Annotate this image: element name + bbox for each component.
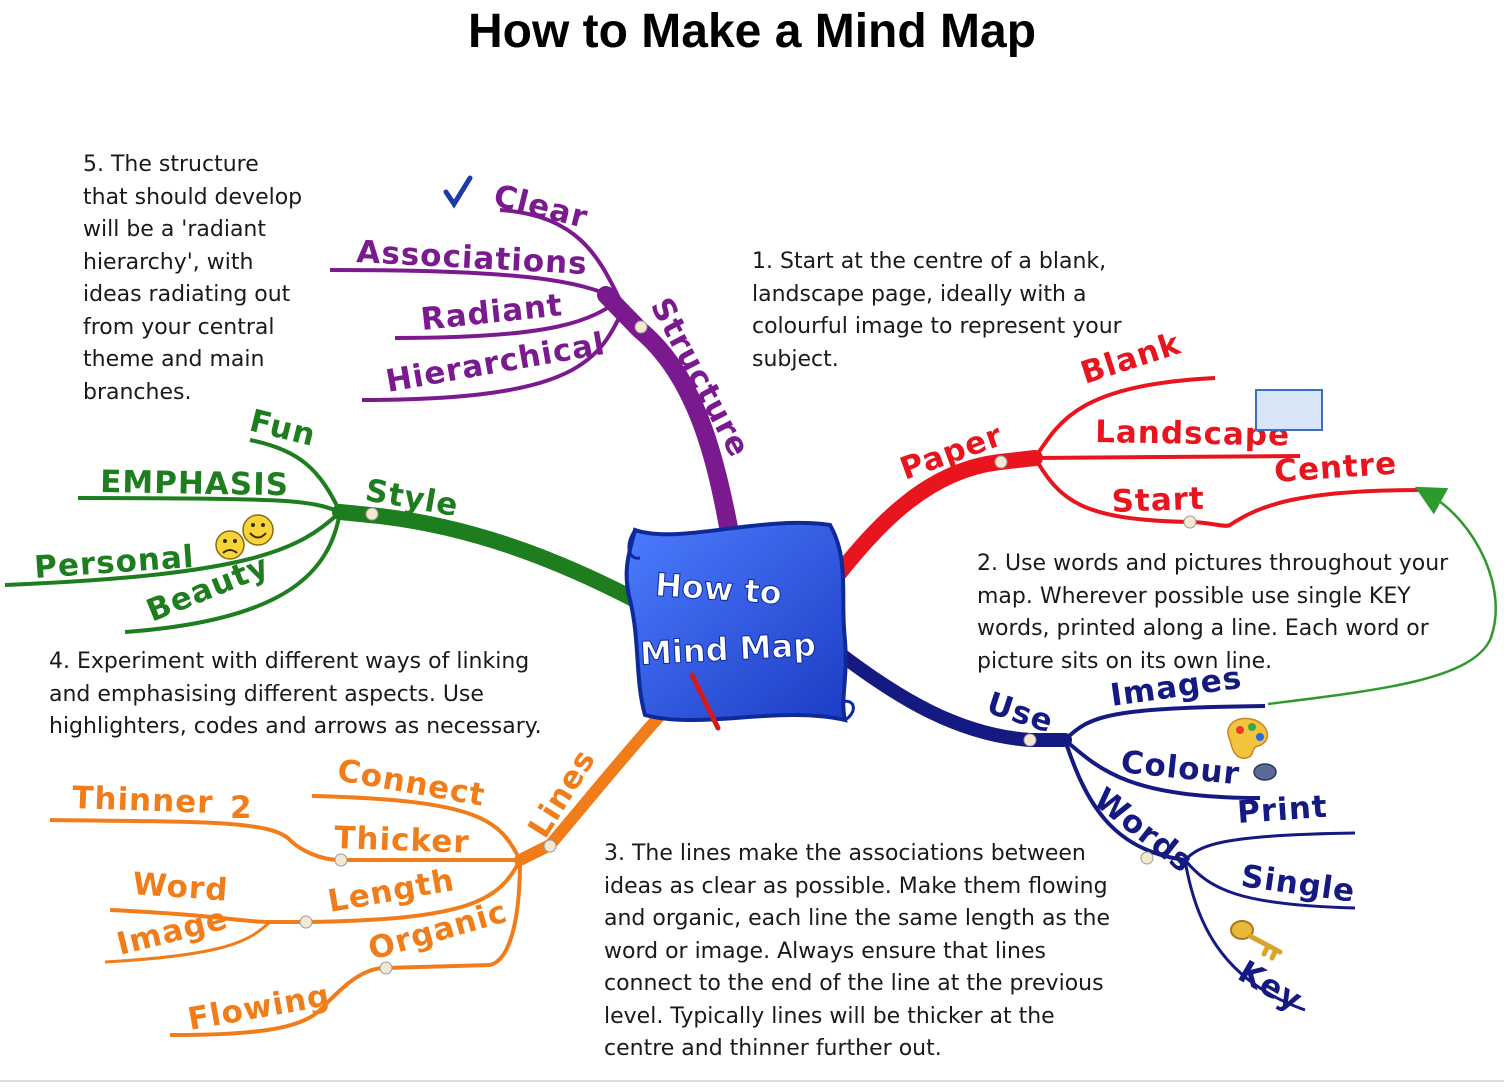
use-single-label: Single xyxy=(1239,858,1358,910)
note-step-2: 2. Use words and pictures throughout you… xyxy=(977,551,1449,674)
structure-associations-label: Associations xyxy=(356,234,589,282)
note-step-1: 1. Start at the centre of a blank, lands… xyxy=(752,249,1122,372)
paper-landscape-line xyxy=(1034,454,1301,460)
center-line-1: How to xyxy=(654,566,783,613)
use-print-label: Print xyxy=(1236,789,1329,831)
lines-thinner-2-label: 2 xyxy=(230,790,253,826)
pencil-icon xyxy=(689,672,721,731)
use-key-label: Key xyxy=(1232,954,1309,1019)
note-step-4: 4. Experiment with different ways of lin… xyxy=(49,649,542,739)
lines-thicker-label: Thicker xyxy=(334,820,471,861)
use-images-line xyxy=(1063,704,1266,742)
images-to-centre-arrow xyxy=(1267,486,1497,706)
lines-thicker-line xyxy=(49,818,520,862)
paper-blank-line xyxy=(1033,376,1216,460)
structure-radiant-line xyxy=(394,298,622,340)
landscape-page-icon xyxy=(1255,389,1323,431)
use-colour-line xyxy=(1063,738,1261,800)
structure-clear-line xyxy=(499,208,622,301)
paper-centre-label: Centre xyxy=(1273,445,1398,489)
use-single-line xyxy=(1183,859,1356,910)
lines-image-line xyxy=(104,920,272,964)
lines-organic-line xyxy=(169,859,522,1037)
style-main-line xyxy=(332,504,653,613)
use-words-line xyxy=(1063,739,1186,862)
style-personal-line xyxy=(4,510,342,587)
lines-connect-label: Connect xyxy=(335,752,488,813)
lines-main-line xyxy=(514,704,671,866)
style-emphasis-label: EMPHASIS xyxy=(100,464,289,503)
lines-connect-line xyxy=(311,794,522,861)
key-icon xyxy=(1230,920,1283,961)
note-step-5: 5. The structure that should develop wil… xyxy=(83,152,303,405)
branch-style: Style Fun EMPHASIS Personal Beauty xyxy=(4,403,653,634)
use-print-line xyxy=(1183,831,1356,862)
paper-start-label: Start xyxy=(1111,481,1205,520)
palette-icon xyxy=(1227,717,1277,781)
lines-flowing-label: Flowing xyxy=(185,977,333,1037)
style-emphasis-line xyxy=(77,496,341,514)
structure-associations-line xyxy=(329,268,621,302)
note-step-3: 3. The lines make the associations betwe… xyxy=(604,841,1110,1061)
use-key-line xyxy=(1183,859,1306,1012)
style-fun-label: Fun xyxy=(246,403,320,454)
smiley-faces-icon xyxy=(215,514,274,560)
lines-thinner-label: Thinner xyxy=(72,780,214,821)
lines-word-label: Word xyxy=(131,866,229,909)
paper-start-line xyxy=(1033,456,1421,528)
style-beauty-line xyxy=(124,511,342,634)
structure-clear-label: Clear xyxy=(490,178,591,236)
page-title: How to Make a Mind Map xyxy=(467,5,1037,58)
central-image: How to Mind Map xyxy=(624,520,855,731)
checkmark-icon xyxy=(443,175,473,209)
style-personal-label: Personal xyxy=(33,539,196,586)
structure-hierarchical-line xyxy=(361,304,627,402)
branch-lines: Lines Connect Thicker Thinner 2 Length W… xyxy=(49,704,671,1038)
center-line-2: Mind Map xyxy=(639,626,817,673)
bottom-divider xyxy=(0,1080,1504,1082)
style-fun-line xyxy=(249,438,342,513)
paper-main-line xyxy=(822,450,1043,593)
use-main-line xyxy=(828,643,1072,747)
